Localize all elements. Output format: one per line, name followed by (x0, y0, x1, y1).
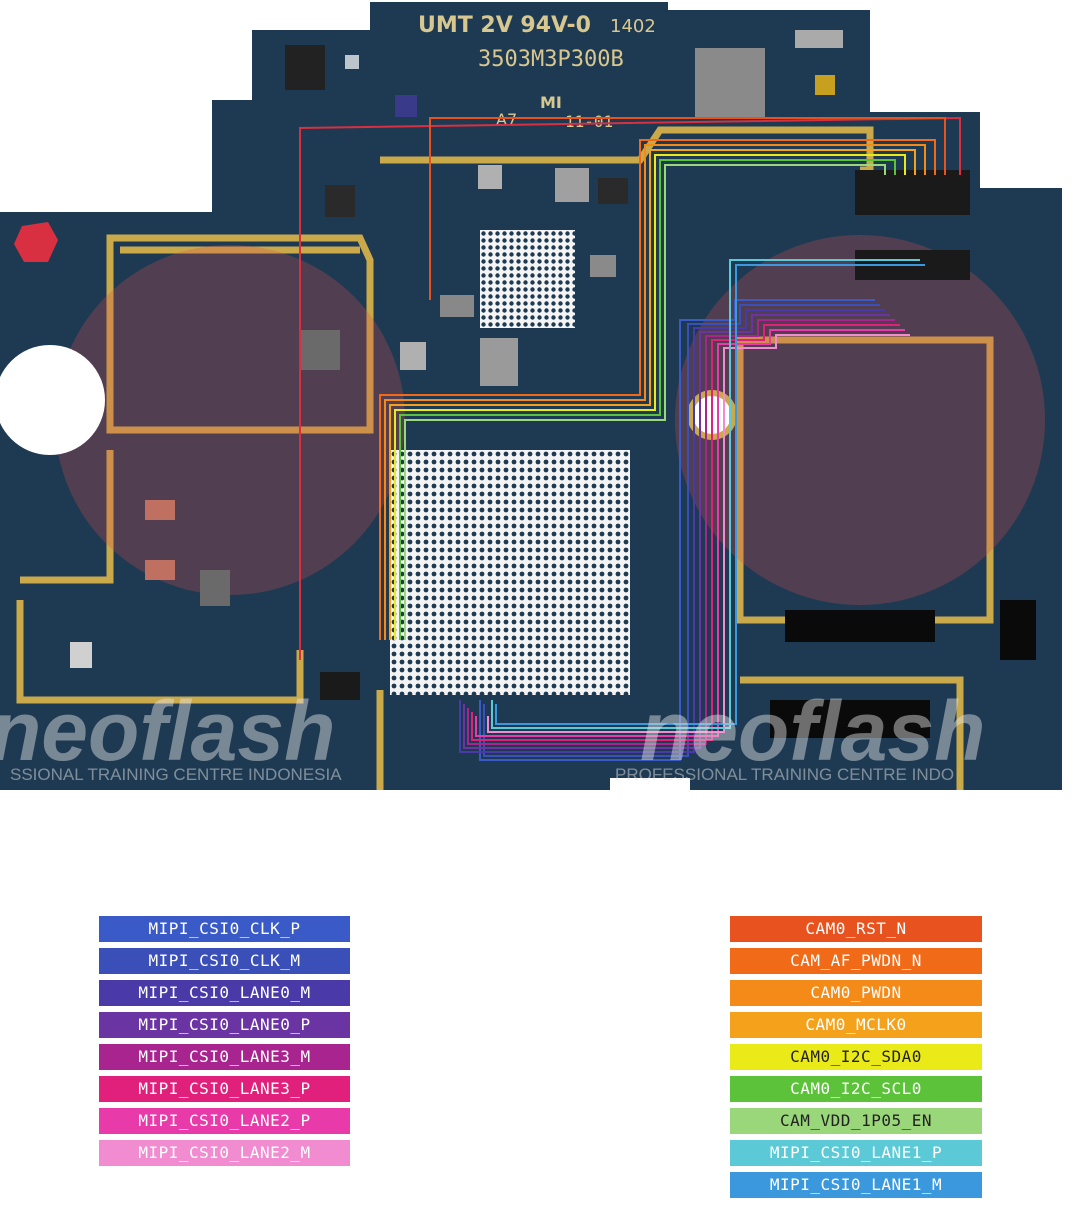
legend-item-cam0-pwdn: CAM0_PWDN (730, 980, 982, 1006)
emcp-bga (480, 230, 575, 328)
legend-item-mipi-csi0-lane3-p: MIPI_CSI0_LANE3_P (99, 1076, 350, 1102)
watermark-tagline-left: SSIONAL TRAINING CENTRE INDONESIA (10, 765, 342, 784)
legend-item-mipi-csi0-lane1-p: MIPI_CSI0_LANE1_P (730, 1140, 982, 1166)
legend-item-mipi-csi0-lane1-m: MIPI_CSI0_LANE1_M (730, 1172, 982, 1198)
legend-item-mipi-csi0-clk-m: MIPI_CSI0_CLK_M (99, 948, 350, 974)
legend-item-cam0-i2c-sda0: CAM0_I2C_SDA0 (730, 1044, 982, 1070)
legend-item-cam-af-pwdn-n: CAM_AF_PWDN_N (730, 948, 982, 974)
watermark-tagline-right: PROFESSIONAL TRAINING CENTRE INDO (615, 765, 954, 784)
legend-item-cam0-mclk0: CAM0_MCLK0 (730, 1012, 982, 1038)
legend-item-mipi-csi0-lane2-m: MIPI_CSI0_LANE2_M (99, 1140, 350, 1166)
legend-item-mipi-csi0-lane0-m: MIPI_CSI0_LANE0_M (99, 980, 350, 1006)
silkscreen-date: 1402 (610, 16, 656, 37)
legend-item-cam0-rst-n: CAM0_RST_N (730, 916, 982, 942)
logo-text: MI (540, 93, 562, 112)
bga-ball-grid (391, 231, 629, 697)
watermark-circle-right (675, 235, 1045, 605)
watermark-circle-left (55, 245, 405, 595)
watermark-brand-right: neoflash (640, 684, 985, 778)
signal-traces (299, 116, 961, 761)
rev-label: A7 (496, 110, 517, 129)
legend-item-mipi-csi0-lane3-m: MIPI_CSI0_LANE3_M (99, 1044, 350, 1070)
rev-date: 11-01 (565, 112, 613, 131)
soc-bga (390, 450, 630, 695)
copper-pour-left (106, 234, 374, 434)
watermark-brand-left: neoflash (0, 684, 335, 778)
copper-pour-right (736, 336, 994, 624)
silkscreen-top: UMT 2V 94V-0 (418, 13, 591, 38)
legend-item-mipi-csi0-lane0-p: MIPI_CSI0_LANE0_P (99, 1012, 350, 1038)
mount-hole-left (0, 345, 105, 455)
legend-item-cam0-i2c-scl0: CAM0_I2C_SCL0 (730, 1076, 982, 1102)
legend-item-mipi-csi0-lane2-p: MIPI_CSI0_LANE2_P (99, 1108, 350, 1134)
component-group (70, 30, 1036, 738)
legend-item-cam-vdd-1p05-en: CAM_VDD_1P05_EN (730, 1108, 982, 1134)
part-number: 3503M3P300B (478, 47, 624, 72)
pcb-board-diagram: UMT 2V 94V-0 1402 3503M3P300B MI A7 11-0… (0, 2, 1062, 790)
legend-item-mipi-csi0-clk-p: MIPI_CSI0_CLK_P (99, 916, 350, 942)
copper-pour-bottom-right (376, 676, 964, 790)
camera-connector-top (855, 170, 970, 215)
red-pad (14, 222, 58, 262)
copper-pour-bottom-left (16, 450, 304, 704)
